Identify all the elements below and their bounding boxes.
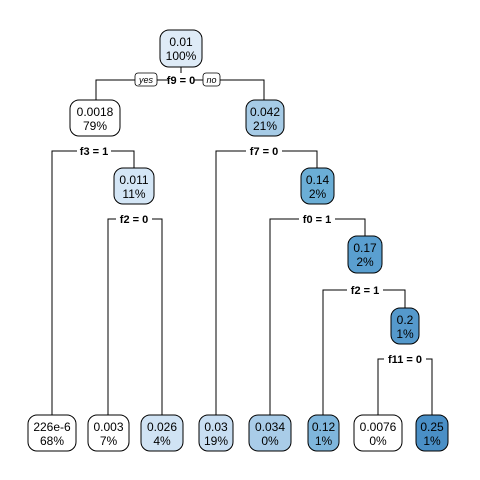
leaf-percent: 0% bbox=[261, 434, 279, 448]
leaf-percent: 68% bbox=[40, 434, 64, 448]
node-percent: 100% bbox=[166, 49, 197, 63]
leaf-node: 0.003 7% bbox=[87, 414, 130, 452]
node-percent: 11% bbox=[122, 187, 145, 201]
node-percent: 2% bbox=[356, 255, 374, 269]
leaf-value: 0.12 bbox=[312, 420, 336, 434]
edge-f0-left bbox=[269, 218, 317, 415]
no-tag bbox=[202, 72, 221, 87]
split-labels: f9 = 0 yes no f3 = 1 f2 = 0 f7 = 0 f0 = … bbox=[77, 72, 426, 366]
edge-f3-left bbox=[51, 150, 94, 415]
node-value: 0.01 bbox=[169, 35, 193, 49]
node-percent: 21% bbox=[253, 119, 277, 133]
leaf-value: 0.003 bbox=[93, 420, 123, 434]
node-r2: 0.14 2% bbox=[300, 167, 335, 205]
edge-f2a-left bbox=[107, 218, 134, 415]
node-percent: 79% bbox=[83, 119, 107, 133]
split-label-r2: f0 = 1 bbox=[303, 214, 331, 226]
leaf-percent: 4% bbox=[153, 434, 171, 448]
leaf-node: 0.03 19% bbox=[198, 414, 234, 452]
split-label-left: f3 = 1 bbox=[80, 146, 108, 158]
node-root: 0.01 100% bbox=[159, 29, 203, 68]
node-value: 0.2 bbox=[397, 313, 414, 327]
leaf-node: 0.026 4% bbox=[140, 414, 184, 452]
node-value: 0.14 bbox=[306, 173, 330, 187]
leaf-percent: 19% bbox=[204, 434, 228, 448]
leaf-value: 0.25 bbox=[420, 420, 444, 434]
split-label-root: f9 = 0 bbox=[167, 75, 195, 87]
edge-f2b-left bbox=[322, 289, 365, 415]
split-label-r4: f11 = 0 bbox=[388, 354, 422, 366]
leaf-nodes: 226e-6 68% 0.003 7% 0.026 4% 0.03 19% 0.… bbox=[27, 414, 449, 452]
internal-nodes: 0.01 100% 0.0018 79% 0.042 21% 0.011 11%… bbox=[69, 29, 420, 345]
yes-label: yes bbox=[138, 75, 154, 85]
split-label-right: f7 = 0 bbox=[250, 146, 278, 158]
leaf-value: 0.034 bbox=[255, 420, 285, 434]
edge-f2a-right bbox=[134, 218, 163, 415]
edge-f11-left bbox=[377, 358, 405, 415]
node-percent: 1% bbox=[396, 327, 414, 341]
leaf-node: 0.034 0% bbox=[248, 414, 292, 452]
split-label-l2: f2 = 0 bbox=[120, 214, 148, 226]
yes-tag bbox=[134, 72, 158, 87]
leaf-percent: 1% bbox=[423, 434, 441, 448]
leaf-node: 226e-6 68% bbox=[27, 414, 77, 452]
leaf-node: 0.25 1% bbox=[415, 414, 449, 452]
leaf-percent: 1% bbox=[315, 434, 333, 448]
node-percent: 2% bbox=[309, 187, 327, 201]
leaf-percent: 7% bbox=[100, 434, 118, 448]
node-l2: 0.011 11% bbox=[113, 167, 155, 205]
edge-f7-left bbox=[215, 150, 264, 415]
leaf-node: 0.0076 0% bbox=[353, 414, 403, 452]
leaf-percent: 0% bbox=[369, 434, 387, 448]
node-value: 0.0018 bbox=[77, 105, 114, 119]
split-label-r3: f2 = 1 bbox=[351, 285, 379, 297]
node-value: 0.17 bbox=[353, 241, 377, 255]
node-r3: 0.17 2% bbox=[347, 235, 383, 274]
node-value: 0.042 bbox=[250, 105, 280, 119]
leaf-value: 0.03 bbox=[204, 420, 228, 434]
leaf-value: 0.0076 bbox=[360, 420, 397, 434]
leaf-value: 0.026 bbox=[147, 420, 177, 434]
edge-f11-right bbox=[405, 358, 433, 415]
node-r4: 0.2 1% bbox=[390, 307, 420, 345]
node-value: 0.011 bbox=[119, 173, 148, 187]
no-label: no bbox=[206, 75, 216, 85]
node-right: 0.042 21% bbox=[245, 99, 285, 137]
leaf-value: 226e-6 bbox=[33, 420, 71, 434]
leaf-node: 0.12 1% bbox=[307, 414, 340, 452]
node-left: 0.0018 79% bbox=[69, 99, 121, 137]
